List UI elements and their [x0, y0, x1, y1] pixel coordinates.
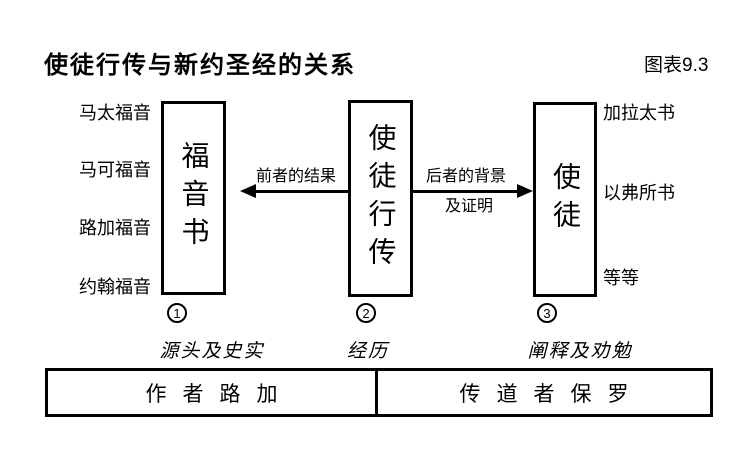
circled-number-2: 2: [356, 303, 376, 323]
apostles-box-label: 使徒: [550, 161, 581, 238]
footer-author-cell: 作者路加: [48, 371, 378, 414]
right-arrow-label-line2: 及证明: [444, 198, 494, 215]
gospel-list-item-matthew: 马太福音: [79, 103, 151, 123]
page-title: 使徒行传与新约圣经的关系: [44, 52, 356, 79]
epistle-list-item-ephesians: 以弗所书: [603, 183, 675, 203]
acts-box-label: 使徒行传: [365, 122, 397, 275]
epistle-list-item-etc: 等等: [603, 268, 639, 288]
gospels-box: 福音书: [161, 101, 226, 295]
left-arrow-label: 前者的结果: [255, 168, 337, 185]
caption-acts: 经历: [346, 341, 390, 362]
circled-number-3: 3: [537, 303, 557, 323]
gospel-list-item-luke: 路加福音: [79, 218, 151, 238]
right-arrowhead-icon: [517, 184, 533, 198]
right-arrow-line: [413, 190, 518, 193]
right-arrow-label-line1: 后者的背景: [425, 168, 507, 185]
caption-gospels: 源头及史实: [159, 341, 265, 362]
caption-apostles: 阐释及劝勉: [527, 341, 633, 362]
acts-box: 使徒行传: [348, 100, 413, 297]
gospel-list-item-mark: 马可福音: [79, 160, 151, 180]
apostles-box: 使徒: [533, 102, 597, 297]
gospel-list-item-john: 约翰福音: [79, 277, 151, 297]
left-arrowhead-icon: [240, 184, 256, 198]
footer-preacher-cell: 传道者保罗: [459, 382, 645, 406]
gospels-box-label: 福音书: [178, 141, 210, 255]
circled-number-1: 1: [167, 303, 187, 323]
footer-banner: 作者路加 传道者保罗: [45, 368, 713, 417]
left-arrow-line: [253, 190, 348, 193]
epistle-list-item-galatians: 加拉太书: [603, 103, 675, 123]
figure-number: 图表9.3: [644, 55, 709, 76]
